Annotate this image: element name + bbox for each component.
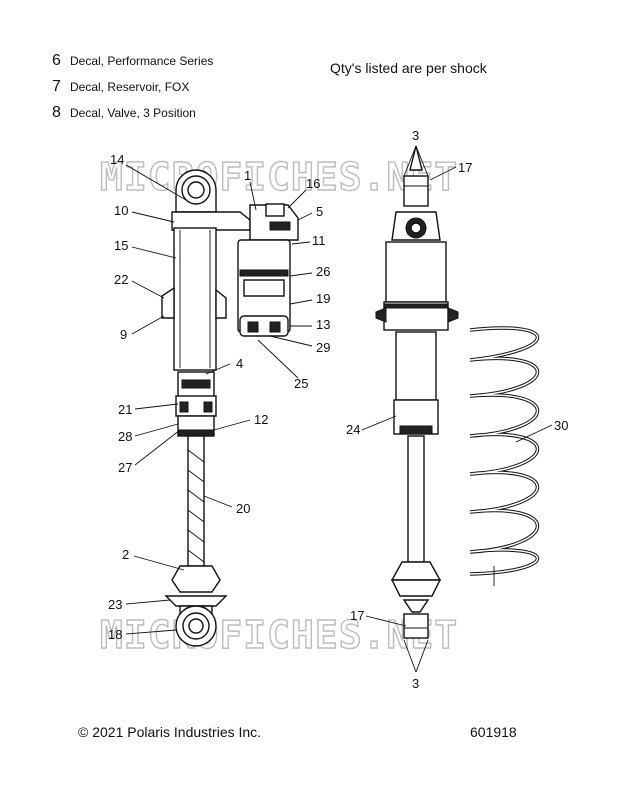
- legend-number: 6: [52, 52, 61, 69]
- watermark-bottom: MICROFICHES.NET: [100, 613, 458, 657]
- legend-item: 8 Decal, Valve, 3 Position: [52, 104, 213, 130]
- leader-lines: [125, 164, 553, 635]
- callout-3-bottom: 3: [412, 676, 419, 691]
- piston-band: [181, 379, 211, 389]
- callout-17-top: 17: [458, 160, 472, 175]
- piston-rod-right: [407, 435, 425, 563]
- callout-13: 13: [316, 317, 330, 332]
- clip-left: [161, 286, 175, 319]
- shock-body: [173, 227, 217, 371]
- top-bushing-right: [403, 175, 429, 207]
- legend-item: 6 Decal, Performance Series: [52, 52, 213, 78]
- callout-22: 22: [114, 272, 128, 287]
- callout-11: 11: [312, 233, 326, 248]
- callout-30: 30: [554, 418, 568, 433]
- legend-number: 8: [52, 104, 61, 121]
- callout-18: 18: [108, 627, 122, 642]
- legend-number: 7: [52, 78, 61, 95]
- callout-1: 1: [244, 168, 251, 183]
- right-shock-assembly: [375, 145, 459, 673]
- callout-17-bottom: 17: [350, 608, 364, 623]
- callout-24: 24: [346, 422, 360, 437]
- callout-26: 26: [316, 264, 330, 279]
- callout-25: 25: [294, 376, 308, 391]
- callout-28: 28: [118, 429, 132, 444]
- callout-23: 23: [108, 597, 122, 612]
- callout-9: 9: [120, 327, 127, 342]
- callout-14: 14: [110, 152, 124, 167]
- bottom-eye-right: [390, 579, 442, 597]
- callout-21: 21: [118, 402, 132, 417]
- callout-4: 4: [236, 356, 243, 371]
- callout-3-top: 3: [412, 128, 419, 143]
- left-shock-assembly: [161, 169, 251, 647]
- callout-29: 29: [316, 340, 330, 355]
- reservoir-piston: [243, 279, 285, 297]
- reservoir-cap: [239, 315, 289, 337]
- lower-washer: [164, 595, 228, 607]
- callout-5: 5: [316, 204, 323, 219]
- document-number: 601918: [470, 724, 517, 740]
- legend-description: Decal, Valve, 3 Position: [70, 106, 196, 120]
- coil-spring: [469, 326, 539, 586]
- reservoir-assembly: [237, 203, 299, 337]
- copyright-text: © 2021 Polaris Industries Inc.: [78, 724, 262, 740]
- callout-20: 20: [236, 501, 250, 516]
- callout-27: 27: [118, 460, 132, 475]
- legend-description: Decal, Performance Series: [70, 54, 214, 68]
- spacer-top-left: [409, 145, 423, 171]
- legend-description: Decal, Reservoir, FOX: [70, 80, 190, 94]
- callout-16: 16: [306, 176, 320, 191]
- callout-19: 19: [316, 291, 330, 306]
- callout-15: 15: [114, 238, 128, 253]
- reservoir-body-right: [385, 241, 447, 303]
- bottom-cone-right: [390, 561, 442, 581]
- body-tube-right: [395, 331, 437, 401]
- legend-item: 7 Decal, Reservoir, FOX: [52, 78, 213, 104]
- top-bushing-bore: [187, 181, 205, 199]
- quantity-note: Qty's listed are per shock: [330, 60, 487, 76]
- callout-10: 10: [114, 203, 128, 218]
- lower-jam-nut: [171, 565, 221, 593]
- parts-legend: 6 Decal, Performance Series 7 Decal, Res…: [52, 52, 213, 130]
- watermark-top: MICROFICHES.NET: [100, 155, 458, 199]
- adjuster-knob: [265, 203, 285, 217]
- callout-2: 2: [122, 547, 129, 562]
- bottom-bushing-right: [403, 613, 429, 639]
- clip-right: [215, 288, 227, 319]
- callout-12: 12: [254, 412, 268, 427]
